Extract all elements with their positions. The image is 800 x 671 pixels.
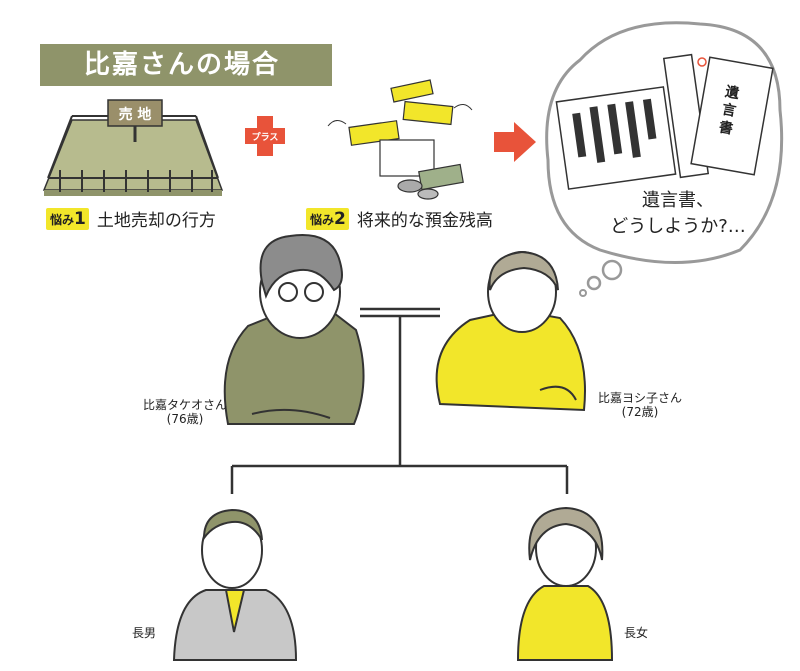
plus-icon <box>245 116 285 156</box>
father-age: (76歳) <box>166 412 204 426</box>
worry-2-number: 2 <box>334 208 346 229</box>
for-sale-sign-text: 売 地 <box>118 107 152 123</box>
daughter-illustration <box>516 506 614 661</box>
thought-line-2: どうしようか?… <box>610 216 746 237</box>
for-sale-sign <box>107 99 163 127</box>
father-name: 比嘉タケオさん <box>142 398 227 412</box>
mother-label: 比嘉ヨシ子さん (72歳) <box>582 391 698 419</box>
mother-age: (72歳) <box>621 405 659 419</box>
worry-1-tag: 悩み1 <box>46 207 89 230</box>
son-label: 長男 <box>131 626 156 640</box>
father-illustration <box>223 234 365 425</box>
daughter-label: 長女 <box>623 626 648 640</box>
thought-bubble <box>545 21 784 297</box>
worry-2-tag-text: 悩み <box>310 212 335 227</box>
mother-name: 比嘉ヨシ子さん <box>597 391 682 405</box>
flying-money-illustration <box>327 79 473 200</box>
worry-1: 悩み1 土地売却の行方 <box>46 206 216 231</box>
worry-1-tag-text: 悩み <box>50 212 75 227</box>
plus-label: プラス <box>251 133 279 143</box>
mother-illustration <box>435 250 586 412</box>
worry-2-tag: 悩み2 <box>306 207 349 230</box>
worry-1-number: 1 <box>74 208 86 229</box>
page-title: 比嘉さんの場合 <box>40 44 332 86</box>
worry-1-text: 土地売却の行方 <box>96 211 216 231</box>
thought-text: 遺言書、 どうしようか?… <box>588 188 768 240</box>
father-label: 比嘉タケオさん (76歳) <box>130 398 240 426</box>
thought-line-1: 遺言書、 <box>642 190 714 211</box>
son-illustration <box>172 508 298 661</box>
worry-2: 悩み2 将来的な預金残高 <box>306 206 493 231</box>
plus-badge: プラス <box>245 116 285 156</box>
family-tree-lines <box>230 307 569 494</box>
arrow-icon <box>494 122 536 162</box>
land-plot-illustration <box>42 99 224 196</box>
worry-2-text: 将来的な預金残高 <box>356 211 493 231</box>
